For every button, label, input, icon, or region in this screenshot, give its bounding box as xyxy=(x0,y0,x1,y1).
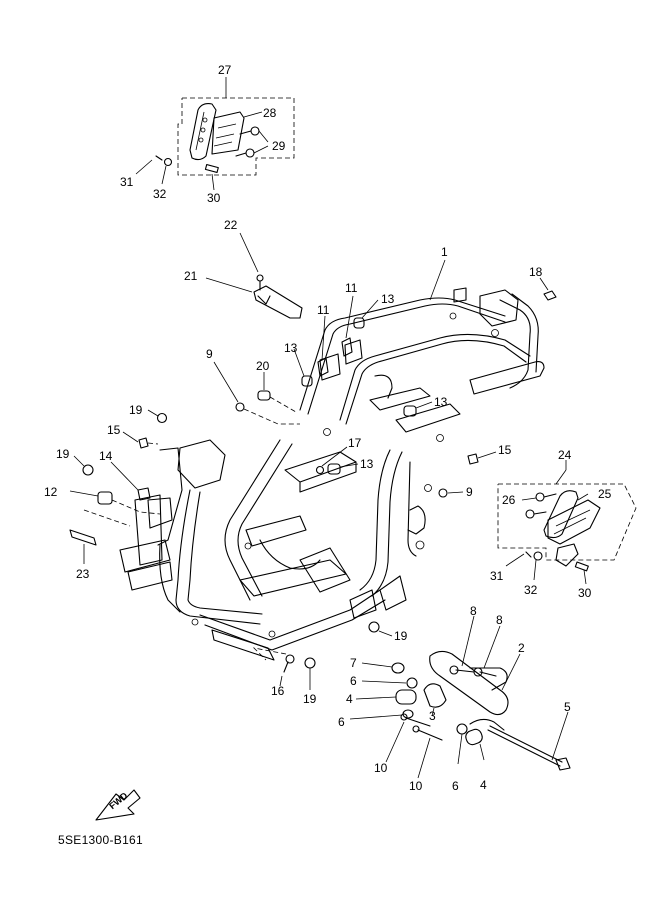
callout-4: 4 xyxy=(346,692,353,706)
callout-25: 25 xyxy=(598,487,612,501)
callout-19: 19 xyxy=(56,447,70,461)
callout-19: 19 xyxy=(394,629,408,643)
callout-6: 6 xyxy=(452,779,459,793)
callout-32: 32 xyxy=(153,187,167,201)
footrest-assembly-upper xyxy=(135,77,295,191)
callout-8: 8 xyxy=(470,604,477,618)
callout-10: 10 xyxy=(374,761,388,775)
callout-29: 29 xyxy=(272,139,286,153)
callout-20: 20 xyxy=(256,359,270,373)
footrest-assembly-right xyxy=(497,460,637,585)
callout-2: 2 xyxy=(518,641,525,655)
fwd-label: FWD xyxy=(107,790,130,811)
callout-15: 15 xyxy=(107,423,121,437)
callout-16: 16 xyxy=(271,684,285,698)
callout-30: 30 xyxy=(578,586,592,600)
callout-24: 24 xyxy=(558,448,572,462)
callout-31: 31 xyxy=(490,569,504,583)
callout-23: 23 xyxy=(76,567,90,581)
callout-8: 8 xyxy=(496,613,503,627)
callout-18: 18 xyxy=(529,265,543,279)
callout-6: 6 xyxy=(338,715,345,729)
callout-13: 13 xyxy=(381,292,395,306)
callout-5: 5 xyxy=(564,700,571,714)
callout-15: 15 xyxy=(498,443,512,457)
callout-1: 1 xyxy=(441,245,448,259)
callout-13: 13 xyxy=(360,457,374,471)
callout-7: 7 xyxy=(350,656,357,670)
callout-31: 31 xyxy=(120,175,134,189)
callout-9: 9 xyxy=(466,485,473,499)
callout-13: 13 xyxy=(284,341,298,355)
callout-27: 27 xyxy=(218,63,232,77)
loose-parts xyxy=(69,232,557,690)
callout-11: 11 xyxy=(345,281,358,295)
callout-26: 26 xyxy=(502,493,516,507)
callout-12: 12 xyxy=(44,485,58,499)
callout-28: 28 xyxy=(263,106,277,120)
callout-6: 6 xyxy=(350,674,357,688)
callout-19: 19 xyxy=(303,692,317,706)
callout-13: 13 xyxy=(434,395,448,409)
callout-14: 14 xyxy=(99,449,113,463)
callout-21: 21 xyxy=(184,269,198,283)
callout-3: 3 xyxy=(429,709,436,723)
callout-30: 30 xyxy=(207,191,221,205)
callout-4: 4 xyxy=(480,778,487,792)
callout-9: 9 xyxy=(206,347,213,361)
callout-10: 10 xyxy=(409,779,423,793)
callout-11: 11 xyxy=(317,303,330,317)
fwd-arrow-icon: FWD xyxy=(95,789,141,821)
engine-mount-assembly xyxy=(349,615,571,779)
callout-19: 19 xyxy=(129,403,143,417)
callout-22: 22 xyxy=(224,218,238,232)
callout-32: 32 xyxy=(524,583,538,597)
main-frame xyxy=(119,259,545,661)
diagram-code: 5SE1300-B161 xyxy=(58,833,143,847)
callout-17: 17 xyxy=(348,436,362,450)
callout-labels: 27 28 29 31 32 30 22 21 1 18 11 11 13 13… xyxy=(44,63,612,793)
